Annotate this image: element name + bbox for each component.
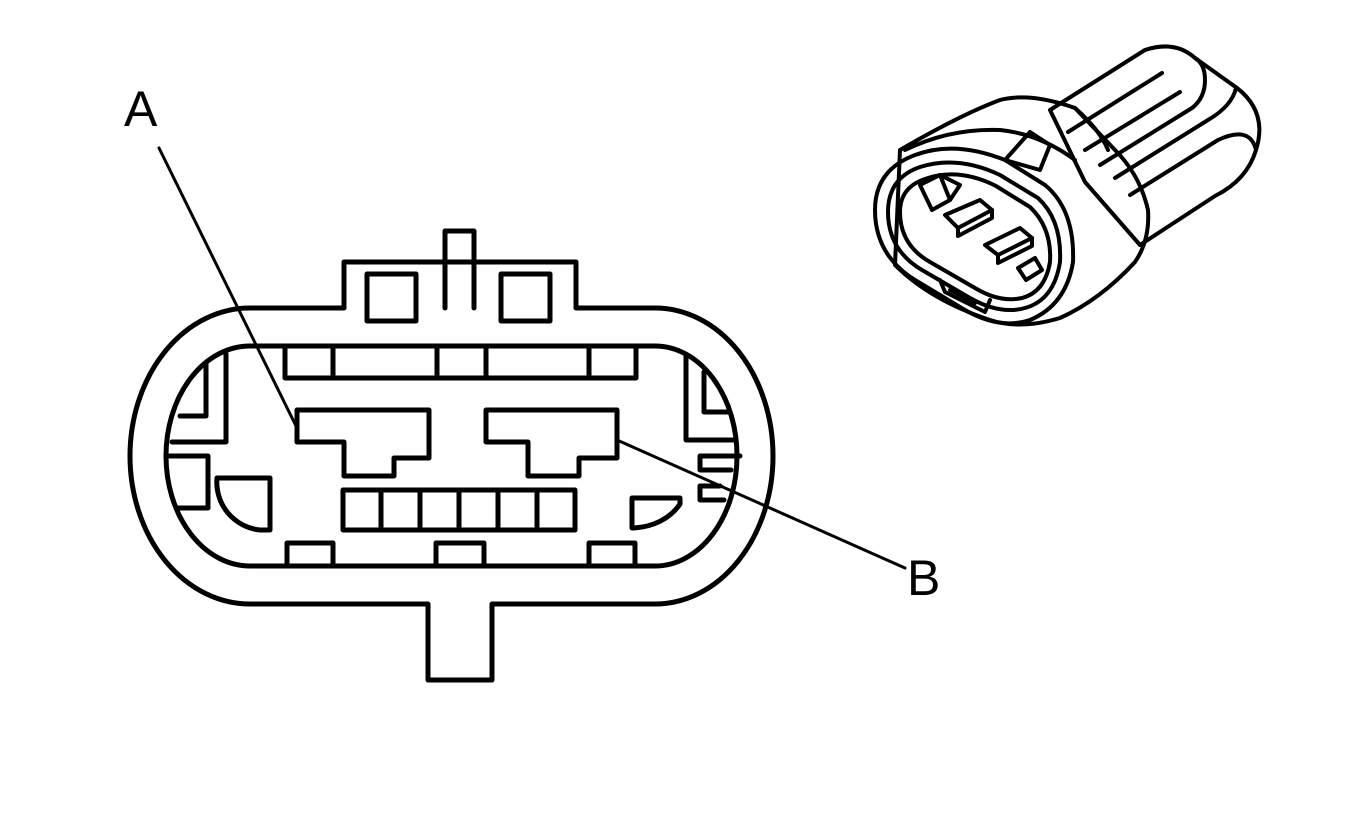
right-side-ribs [683,353,743,503]
connector-isometric-view [873,44,1262,327]
upper-slot-row [282,345,639,381]
front-face-inner [886,160,1063,312]
seal-comb [340,487,578,533]
iso-terminal-4 [1016,256,1044,282]
leader-line-b [615,438,907,570]
callout-label-b: B [907,550,941,606]
left-d-shape [214,475,273,533]
iso-bottom-tab [938,278,992,314]
iso-latch-window [1003,130,1052,172]
top-latch-finger [442,228,477,311]
housing-outer-outline [127,259,776,683]
left-side-ribs [165,351,229,511]
lower-slot-row [284,540,638,567]
right-d-shape [629,495,683,531]
housing-inner-cavity [163,343,740,569]
terminal-cavity-b [483,407,620,479]
top-latch-window-left [364,271,419,324]
callout-label-a: A [124,81,158,137]
top-latch-window-right [498,271,553,324]
rear-wire-body [1048,44,1262,247]
terminal-cavity-a [294,407,432,479]
leader-line-a [157,146,299,430]
connector-face-view [127,146,907,683]
